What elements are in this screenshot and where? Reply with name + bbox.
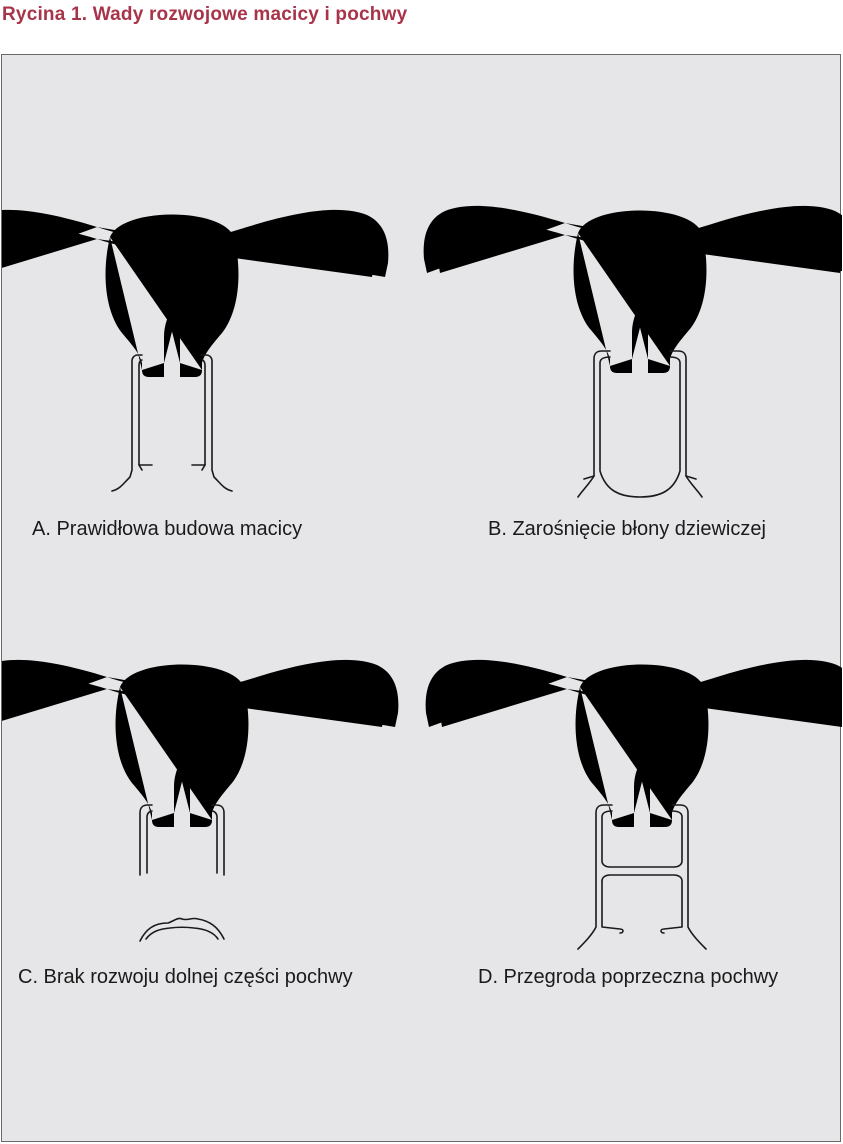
diagram-c-vaginal-agenesis <box>2 659 407 942</box>
diagram-a-normal <box>2 209 397 492</box>
caption-a: A. Prawidłowa budowa macicy <box>32 518 303 540</box>
diagram-d-transverse-septum <box>418 659 842 950</box>
diagram-b-imperforate-hymen <box>416 205 842 498</box>
figure-panel: A. Prawidłowa budowa macicy B. Zarośnięc… <box>1 54 842 1142</box>
caption-b: B. Zarośnięcie błony dziewiczej <box>488 518 766 540</box>
figure-title: Rycina 1. Wady rozwojowe macicy i pochwy <box>2 4 408 25</box>
diagram-canvas <box>2 205 842 950</box>
caption-c: C. Brak rozwoju dolnej części pochwy <box>18 966 353 988</box>
caption-d: D. Przegroda poprzeczna pochwy <box>478 966 779 988</box>
